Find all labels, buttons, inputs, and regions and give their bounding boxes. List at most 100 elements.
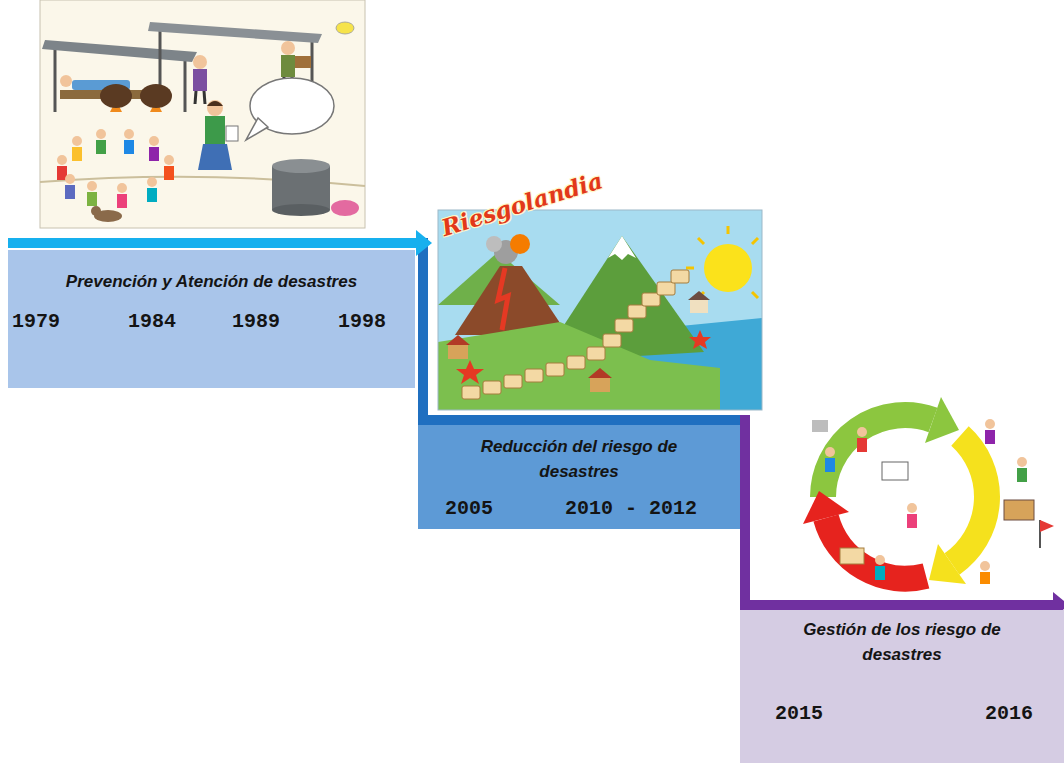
- board-game-illustration-part-part: [628, 305, 646, 318]
- relief-camp-illustration-part: [281, 41, 295, 55]
- year-label: 2010 - 2012: [565, 497, 697, 521]
- children-circle-part: [65, 185, 75, 199]
- board-game-illustration-part: [689, 330, 711, 349]
- game-title: Riesgolandia: [438, 166, 606, 241]
- children-circle-part: [72, 136, 82, 146]
- board-game-illustration-part: [446, 335, 470, 345]
- children-circle-part: [164, 166, 174, 180]
- board-game-illustration-part: [498, 268, 508, 330]
- relief-camp-illustration-part: [281, 55, 295, 77]
- relief-camp-illustration-part: [331, 200, 359, 216]
- children-circle-part: [65, 174, 75, 184]
- era-band: Gestión de los riesgo de desastres 2015 20…: [740, 610, 1064, 763]
- children-circle-part: [124, 129, 134, 139]
- board-game-illustration-part: [510, 234, 530, 254]
- timeline-arrow: [418, 415, 1064, 618]
- relief-camp-illustration-part: [100, 84, 132, 108]
- relief-camp-illustration: [40, 0, 365, 228]
- board-game-illustration-part-part: [603, 334, 621, 347]
- relief-camp-illustration-part: [207, 101, 223, 106]
- board-game-illustration-part-part: [462, 386, 480, 399]
- era-band: Prevención y Atención de desastres197919…: [8, 250, 415, 388]
- cycle-figures-part: [985, 419, 995, 429]
- cycle-figures-part: [857, 438, 867, 452]
- children-circle-part: [147, 188, 157, 202]
- relief-camp-illustration-part: [193, 55, 207, 69]
- board-game-illustration-part-part: [504, 375, 522, 388]
- cycle-figures: [812, 419, 1054, 584]
- cycle-figures-part: [1040, 520, 1054, 532]
- cycle-figures-part: [907, 503, 917, 513]
- relief-camp-illustration-part: [140, 84, 172, 108]
- year-label: 2005: [445, 497, 493, 521]
- children-circle-part: [87, 192, 97, 206]
- cycle-figures-part: [825, 447, 835, 457]
- children-circle-part: [117, 194, 127, 208]
- relief-camp-illustration-part: [336, 22, 354, 34]
- relief-camp-illustration-part: [272, 204, 330, 216]
- cycle-figures-part: [1004, 500, 1034, 520]
- board-game-illustration-part: [588, 368, 612, 378]
- cycle-figures-part: [985, 430, 995, 444]
- relief-camp-illustration-part: [204, 91, 205, 104]
- board-game-illustration-part: [438, 210, 762, 410]
- relief-camp-illustration-part: [198, 144, 232, 170]
- children-circle-part: [147, 177, 157, 187]
- cycle-figures-part: [980, 561, 990, 571]
- year-label: 1989: [232, 310, 280, 334]
- children-circle-part: [72, 147, 82, 161]
- board-game-illustration-part-part: [727, 226, 730, 234]
- era-title: Gestión de los riesgo de desastres: [772, 618, 1032, 667]
- children-circle: [57, 129, 174, 208]
- cycle-figures-part: [812, 420, 828, 432]
- cycle-figures-part: [825, 458, 835, 472]
- relief-camp-illustration-part: [246, 118, 268, 140]
- relief-camp-illustration-part: [148, 22, 322, 43]
- relief-camp-illustration-part: [193, 69, 207, 91]
- board-game-illustration-part: [686, 226, 758, 298]
- year-label: 1979: [12, 310, 60, 334]
- board-game-illustration-part: [590, 378, 610, 392]
- cycle-illustration-part: [803, 491, 849, 524]
- cycle-figures-part: [857, 427, 867, 437]
- board-game-illustration-part: [438, 210, 762, 410]
- children-circle-part: [124, 140, 134, 154]
- board-game-illustration-part: [704, 244, 752, 292]
- cycle-figures-part: [882, 462, 908, 480]
- relief-camp-illustration-part: [91, 206, 101, 216]
- relief-camp-illustration-part: [60, 75, 72, 87]
- board-game-illustration-part-part: [752, 238, 758, 244]
- relief-camp-illustration-part: [40, 0, 365, 228]
- board-game-illustration: [438, 210, 762, 410]
- year-label: 1984: [128, 310, 176, 334]
- board-game-illustration-part: [690, 300, 708, 313]
- cycle-illustration: [803, 397, 1054, 584]
- children-circle-part: [117, 183, 127, 193]
- timeline-arrow: [8, 230, 432, 425]
- children-circle-part: [149, 136, 159, 146]
- cycle-figures-part: [875, 555, 885, 565]
- year-label: 2016: [985, 702, 1033, 726]
- cycle-illustration-part: [823, 415, 933, 497]
- children-circle-part: [149, 147, 159, 161]
- era-band: Reducción del riesgo de desastres2005201…: [418, 425, 740, 529]
- children-circle-part: [164, 155, 174, 165]
- timeline-line: [8, 238, 416, 248]
- board-game-illustration-part-part: [686, 267, 694, 270]
- relief-camp-illustration-part: [42, 40, 197, 62]
- board-game-illustration-part-part: [752, 292, 758, 298]
- board-game-illustration-part-part: [615, 319, 633, 332]
- year-label: 2015: [775, 702, 823, 726]
- children-circle-part: [57, 155, 67, 165]
- board-game-illustration-part-part: [546, 363, 564, 376]
- cycle-illustration-part: [929, 544, 966, 584]
- board-game-illustration-part: [438, 322, 720, 410]
- timeline-line: [745, 415, 1053, 605]
- relief-camp-illustration-part: [195, 91, 196, 104]
- relief-camp-illustration-part: [272, 159, 330, 173]
- board-game-illustration-part: [456, 360, 484, 384]
- board-game-illustration-part-part: [698, 238, 704, 244]
- relief-camp-illustration-part: [226, 126, 238, 141]
- board-game-illustration-part-part: [567, 356, 585, 369]
